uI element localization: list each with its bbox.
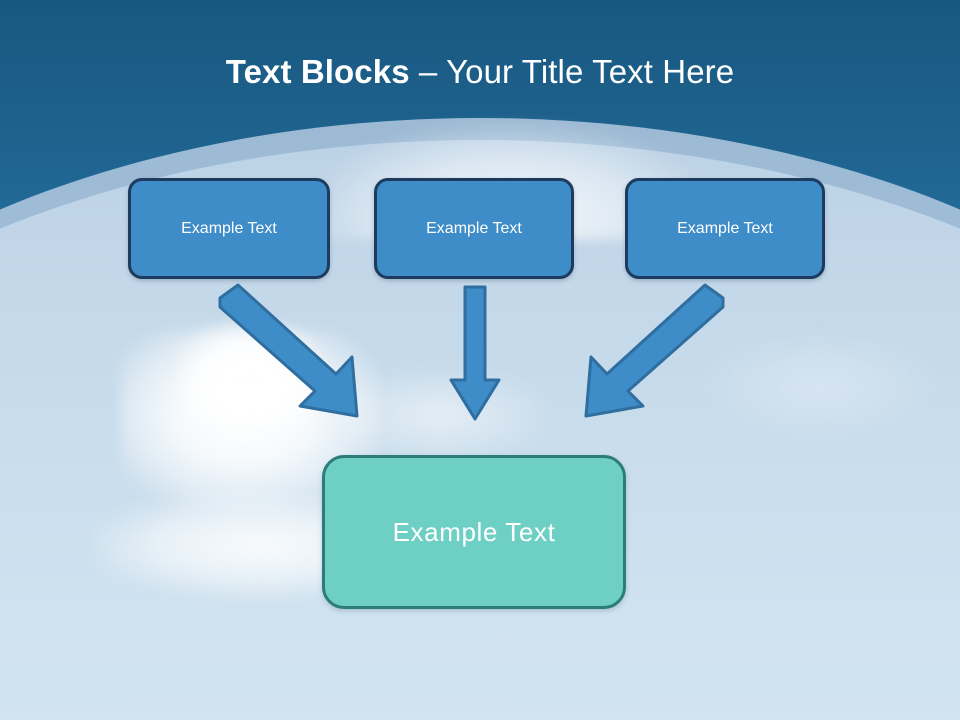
text-block-2[interactable]: Example Text [374, 178, 574, 279]
result-text-block[interactable]: Example Text [322, 455, 626, 609]
cloud-mid-icon [330, 370, 550, 460]
arrow-down-left-icon [584, 283, 725, 418]
slide-title-light: Your Title Text Here [446, 53, 735, 90]
text-block-3[interactable]: Example Text [625, 178, 825, 279]
cloud-right-icon [700, 330, 940, 440]
text-block-2-label: Example Text [426, 219, 522, 237]
arrow-down-right-icon [218, 283, 359, 418]
slide-title-separator: – [409, 53, 447, 90]
text-block-1[interactable]: Example Text [128, 178, 330, 279]
slide-title: Text Blocks – Your Title Text Here [0, 50, 960, 94]
slide-title-bold: Text Blocks [225, 53, 410, 90]
arrow-down-icon [449, 285, 501, 421]
text-block-1-label: Example Text [181, 219, 277, 237]
result-text-block-label: Example Text [392, 516, 556, 547]
text-block-3-label: Example Text [677, 219, 773, 237]
